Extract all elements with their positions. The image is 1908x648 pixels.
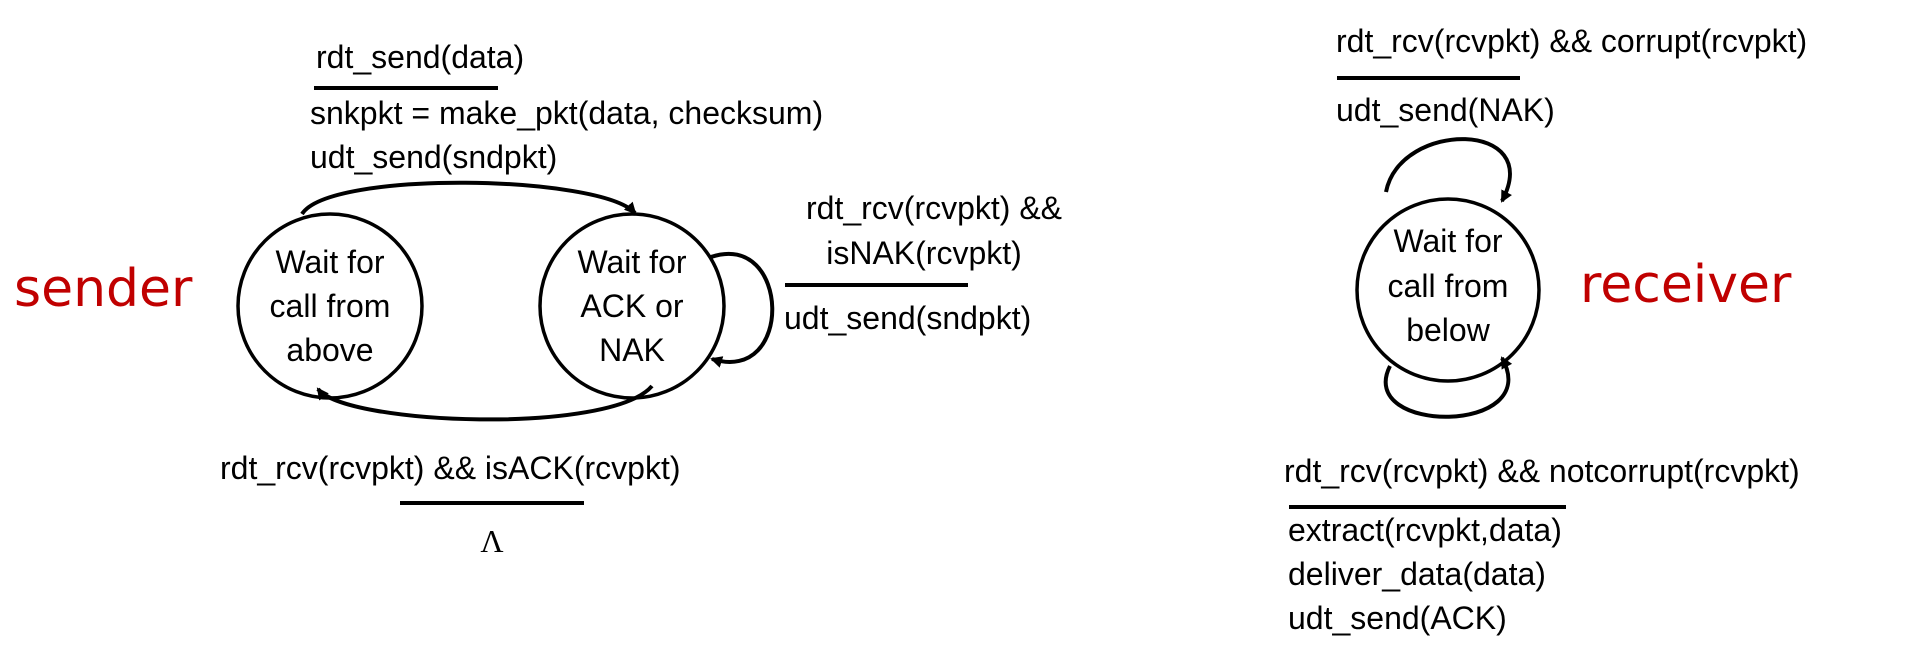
state-wait-for-ack-or-nak: Wait for ACK or NAK: [538, 212, 726, 400]
send-event-label: rdt_send(data): [316, 39, 524, 75]
ack-event-label: rdt_rcv(rcvpkt) && isACK(rcvpkt): [220, 450, 680, 486]
transition-arrow-send: [300, 180, 637, 216]
state-label-line: Wait for: [1393, 223, 1502, 259]
notcorrupt-action-line: udt_send(ACK): [1288, 600, 1507, 636]
nak-event-line: rdt_rcv(rcvpkt) &&: [806, 190, 1062, 226]
receiver-role-label: receiver: [1580, 255, 1792, 315]
state-label-line: call from: [1388, 268, 1509, 304]
state-label-line: Wait for: [577, 244, 686, 280]
state-wait-for-call-from-below: Wait for call from below: [1355, 197, 1541, 383]
ack-action-lambda: Λ: [480, 523, 503, 559]
notcorrupt-event-label: rdt_rcv(rcvpkt) && notcorrupt(rcvpkt): [1284, 453, 1800, 489]
nak-action-label: udt_send(sndpkt): [784, 300, 1031, 336]
state-label-line: Wait for: [275, 244, 384, 280]
state-label-line: below: [1406, 312, 1491, 348]
state-wait-for-call-from-above: Wait for call from above: [236, 212, 424, 400]
transition-arrow-notcorrupt-self-loop: [1383, 356, 1513, 419]
state-label-line: call from: [270, 288, 391, 324]
sender-role-label: sender: [14, 259, 193, 319]
send-action-line: snkpkt = make_pkt(data, checksum): [310, 95, 823, 131]
nak-event-line: isNAK(rcvpkt): [826, 235, 1022, 271]
state-label-line: above: [286, 332, 373, 368]
corrupt-event-label: rdt_rcv(rcvpkt) && corrupt(rcvpkt): [1336, 23, 1807, 59]
send-action-line: udt_send(sndpkt): [310, 139, 557, 175]
notcorrupt-action-line: extract(rcvpkt,data): [1288, 512, 1562, 548]
transition-arrow-nak-self-loop: [710, 252, 775, 368]
state-label-line: NAK: [599, 332, 665, 368]
corrupt-action-label: udt_send(NAK): [1336, 92, 1555, 128]
transition-arrow-corrupt-self-loop: [1384, 137, 1512, 203]
transition-arrow-ack: [316, 384, 654, 422]
state-label-line: ACK or: [580, 288, 683, 324]
notcorrupt-action-line: deliver_data(data): [1288, 556, 1546, 592]
